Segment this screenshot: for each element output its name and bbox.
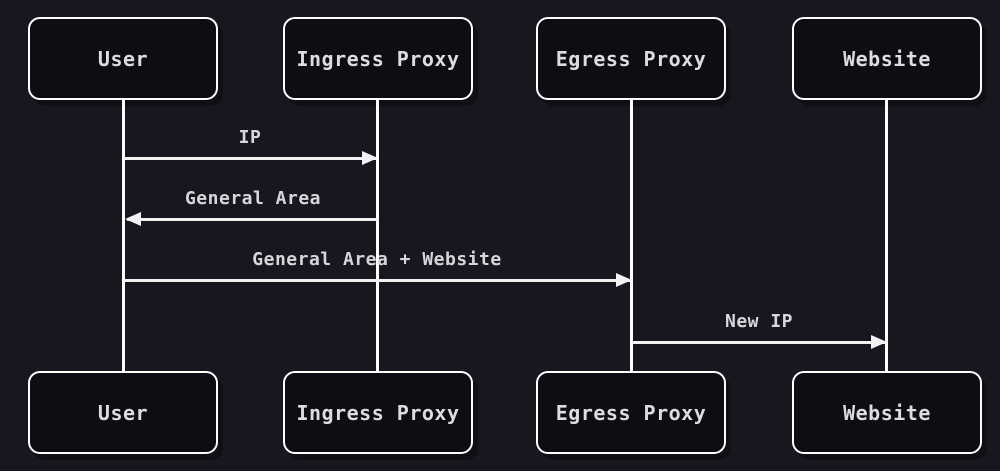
actor-box-user-top: User bbox=[28, 17, 218, 100]
actor-label: Ingress Proxy bbox=[296, 400, 460, 425]
actor-box-website-top: Website bbox=[792, 17, 982, 100]
actor-label: Website bbox=[843, 400, 931, 425]
actor-box-website-bottom: Website bbox=[792, 371, 982, 454]
message-label: General Area bbox=[184, 188, 322, 209]
actor-label: Website bbox=[843, 46, 931, 71]
arrow-line bbox=[633, 335, 887, 349]
lifeline-website bbox=[885, 100, 888, 372]
arrow-line bbox=[124, 273, 632, 287]
message-general-area: General Area bbox=[125, 188, 379, 226]
actor-box-ingress-proxy-bottom: Ingress Proxy bbox=[283, 371, 473, 454]
actor-box-egress-proxy-top: Egress Proxy bbox=[536, 17, 726, 100]
actor-box-user-bottom: User bbox=[28, 371, 218, 454]
arrowhead-left-icon bbox=[125, 212, 141, 226]
arrowhead-right-icon bbox=[362, 151, 378, 165]
lifeline-user bbox=[122, 100, 125, 372]
lifeline-ingress-proxy bbox=[376, 100, 379, 372]
actor-label: Egress Proxy bbox=[555, 46, 707, 71]
actor-label: User bbox=[97, 400, 149, 425]
lifeline-egress-proxy bbox=[630, 100, 633, 372]
message-label: IP bbox=[238, 127, 262, 148]
arrowhead-right-icon bbox=[616, 273, 632, 287]
actor-box-egress-proxy-bottom: Egress Proxy bbox=[536, 371, 726, 454]
message-ip: IP bbox=[124, 127, 378, 165]
actor-label: User bbox=[97, 46, 149, 71]
message-new-ip: New IP bbox=[633, 311, 887, 349]
actor-label: Ingress Proxy bbox=[296, 46, 460, 71]
message-general-area-website: General Area + Website bbox=[124, 249, 632, 287]
arrow-line bbox=[125, 212, 379, 226]
message-label: General Area + Website bbox=[252, 249, 502, 270]
actor-box-ingress-proxy-top: Ingress Proxy bbox=[283, 17, 473, 100]
arrowhead-right-icon bbox=[871, 335, 887, 349]
message-label: New IP bbox=[724, 311, 794, 332]
actor-label: Egress Proxy bbox=[555, 400, 707, 425]
arrow-line bbox=[124, 151, 378, 165]
